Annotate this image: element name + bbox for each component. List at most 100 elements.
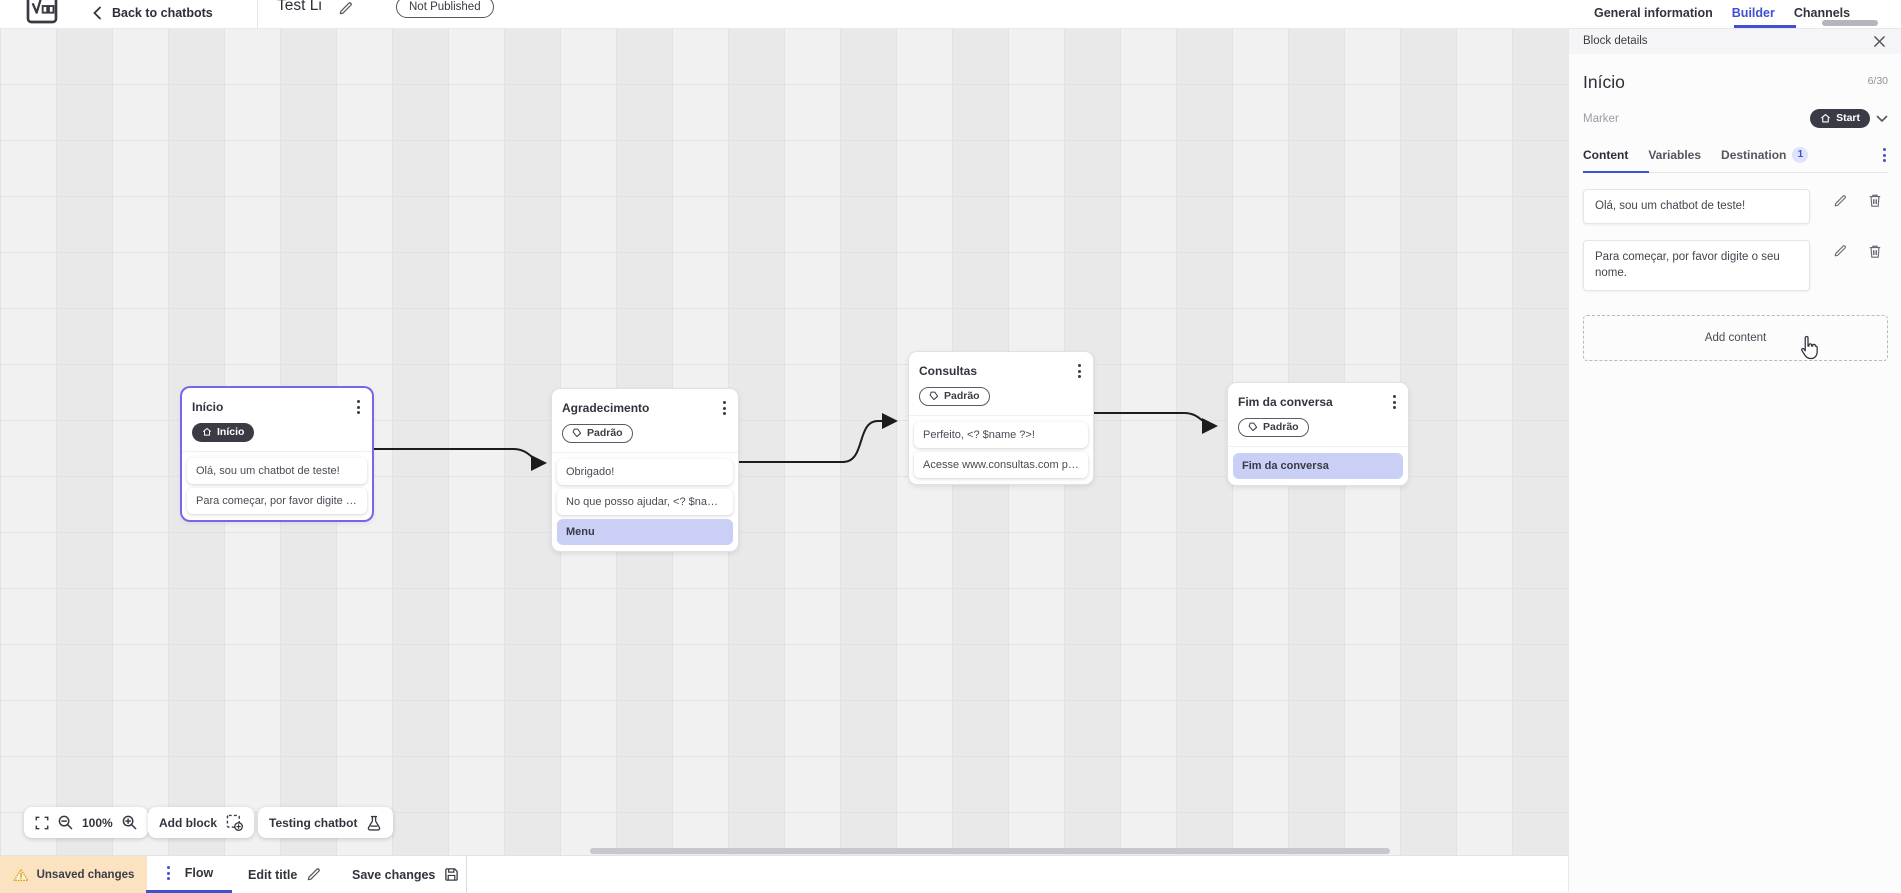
block-title: Fim da conversa: [1238, 395, 1333, 409]
tag-icon: [929, 391, 939, 401]
block-title: Início: [192, 400, 224, 414]
padrao-badge: Padrão: [919, 387, 990, 406]
trash-icon[interactable]: [1868, 193, 1882, 208]
top-bar: Back to chatbots Test Li Not Published G…: [0, 0, 1901, 29]
canvas-horizontal-scrollbar[interactable]: [590, 848, 1390, 854]
save-changes-button[interactable]: Save changes: [352, 856, 459, 893]
block-title: Agradecimento: [562, 401, 650, 415]
add-block-button[interactable]: Add block: [148, 807, 255, 838]
edit-pencil-icon[interactable]: [1833, 193, 1847, 208]
unsaved-changes-badge: Unsaved changes: [0, 856, 147, 893]
content-row: Para começar, por favor digite o seu nom…: [1583, 239, 1888, 292]
edit-pencil-icon[interactable]: [1833, 244, 1847, 259]
chatbot-title: Test Li: [277, 0, 322, 14]
panel-tabs: Content Variables Destination 1: [1583, 146, 1888, 173]
tab-flow[interactable]: Flow: [146, 856, 232, 893]
badge-label: Padrão: [587, 427, 623, 439]
fullscreen-icon[interactable]: [35, 816, 49, 830]
warning-icon: [13, 868, 29, 882]
status-badge: Not Published: [396, 0, 494, 18]
block-name: Início: [1583, 72, 1625, 92]
add-block-label: Add block: [159, 815, 218, 830]
trash-icon[interactable]: [1868, 244, 1882, 259]
panel-tab-variables[interactable]: Variables: [1648, 147, 1702, 162]
start-marker-badge: Início: [192, 423, 255, 442]
pencil-icon: [306, 867, 321, 882]
topbar-scrollbar-thumb[interactable]: [1822, 20, 1878, 26]
add-block-icon: [226, 814, 244, 831]
padrao-badge: Padrão: [1238, 418, 1309, 437]
back-label: Back to chatbots: [112, 6, 213, 20]
zoom-out-icon[interactable]: [58, 815, 73, 830]
marker-label: Marker: [1583, 112, 1619, 125]
flow-tab-label: Flow: [184, 866, 214, 880]
zoom-level: 100%: [82, 815, 113, 830]
panel-tab-destination-label: Destination: [1721, 147, 1787, 162]
topbar-divider: [257, 0, 258, 28]
flow-block-agradecimento[interactable]: Agradecimento Padrão Obrigado! No que po…: [552, 389, 738, 551]
panel-header: Block details: [1569, 28, 1901, 54]
block-menu-button[interactable]: [721, 399, 728, 417]
zoom-controls: 100%: [24, 807, 148, 838]
tag-icon: [1248, 422, 1258, 432]
panel-menu-button[interactable]: [1881, 146, 1888, 164]
flow-menu-button[interactable]: [165, 864, 172, 882]
block-menu-button[interactable]: [1391, 393, 1398, 411]
save-icon: [444, 867, 459, 882]
flow-block-consultas[interactable]: Consultas Padrão Perfeito, <? $name ?>! …: [909, 352, 1093, 484]
padrao-badge: Padrão: [562, 424, 633, 443]
flow-block-inicio[interactable]: Início Início Olá, sou um chatbot de tes…: [182, 388, 372, 520]
panel-tab-destination[interactable]: Destination 1: [1721, 146, 1809, 172]
block-card[interactable]: Obrigado!: [557, 459, 733, 485]
block-menu-button[interactable]: [1076, 362, 1083, 380]
block-title: Consultas: [919, 364, 978, 378]
tab-builder[interactable]: Builder: [1731, 6, 1775, 20]
tag-icon: [572, 428, 582, 438]
flask-icon: [366, 815, 382, 831]
edit-title-button[interactable]: Edit title: [248, 856, 321, 893]
panel-tab-content[interactable]: Content: [1583, 147, 1629, 162]
tab-channels[interactable]: Channels: [1793, 6, 1851, 20]
panel-header-label: Block details: [1583, 35, 1648, 47]
flow-block-fim-da-conversa[interactable]: Fim da conversa Padrão Fim da conversa: [1228, 383, 1408, 485]
block-card[interactable]: Acesse www.consultas.com par...: [914, 452, 1088, 478]
home-icon: [202, 427, 212, 437]
block-menu-button[interactable]: [355, 398, 362, 416]
close-icon[interactable]: [1873, 35, 1886, 48]
content-message-card[interactable]: Para começar, por favor digite o seu nom…: [1583, 239, 1810, 292]
testing-chatbot-label: Testing chatbot: [269, 815, 358, 830]
chevron-down-icon[interactable]: [1876, 115, 1888, 123]
back-to-chatbots-button[interactable]: Back to chatbots: [92, 0, 213, 26]
badge-label: Início: [217, 426, 245, 438]
app-logo-icon[interactable]: [26, 0, 58, 24]
marker-start-button[interactable]: Start: [1810, 109, 1870, 128]
bottom-bar: Unsaved changes Flow Edit title Save cha…: [0, 855, 1568, 893]
edit-title-pencil-icon[interactable]: [338, 1, 353, 16]
content-message-card[interactable]: Olá, sou um chatbot de teste!: [1583, 189, 1810, 224]
flow-canvas[interactable]: Início Início Olá, sou um chatbot de tes…: [0, 28, 1568, 855]
edit-title-label: Edit title: [248, 867, 298, 882]
block-card[interactable]: Para começar, por favor digite o ...: [187, 488, 367, 514]
tab-general-information[interactable]: General information: [1594, 6, 1713, 20]
zoom-in-icon[interactable]: [122, 815, 137, 830]
block-card[interactable]: No que posso ajudar, <? $name ...: [557, 489, 733, 515]
back-chevron-icon: [92, 6, 102, 20]
add-content-button[interactable]: Add content: [1583, 315, 1888, 362]
block-card-menu[interactable]: Menu: [557, 519, 733, 545]
testing-chatbot-button[interactable]: Testing chatbot: [258, 807, 394, 838]
block-details-panel: Block details Início 6/30 Marker Start: [1568, 28, 1901, 892]
content-row: Olá, sou um chatbot de teste!: [1583, 189, 1888, 224]
panel-active-tab-underline: [1583, 170, 1649, 173]
block-card-fim[interactable]: Fim da conversa: [1233, 453, 1403, 479]
home-icon: [1820, 113, 1831, 124]
active-tab-underline: [1734, 25, 1796, 28]
top-tabs: General information Builder Channels: [1594, 0, 1850, 26]
unsaved-changes-label: Unsaved changes: [36, 868, 135, 881]
block-card[interactable]: Perfeito, <? $name ?>!: [914, 422, 1088, 448]
bottom-bar-divider: [466, 856, 467, 893]
block-card[interactable]: Olá, sou um chatbot de teste!: [187, 458, 367, 484]
save-changes-label: Save changes: [352, 867, 436, 882]
badge-label: Padrão: [1263, 421, 1299, 433]
marker-value: Start: [1836, 112, 1860, 124]
destination-count-badge: 1: [1792, 146, 1809, 163]
